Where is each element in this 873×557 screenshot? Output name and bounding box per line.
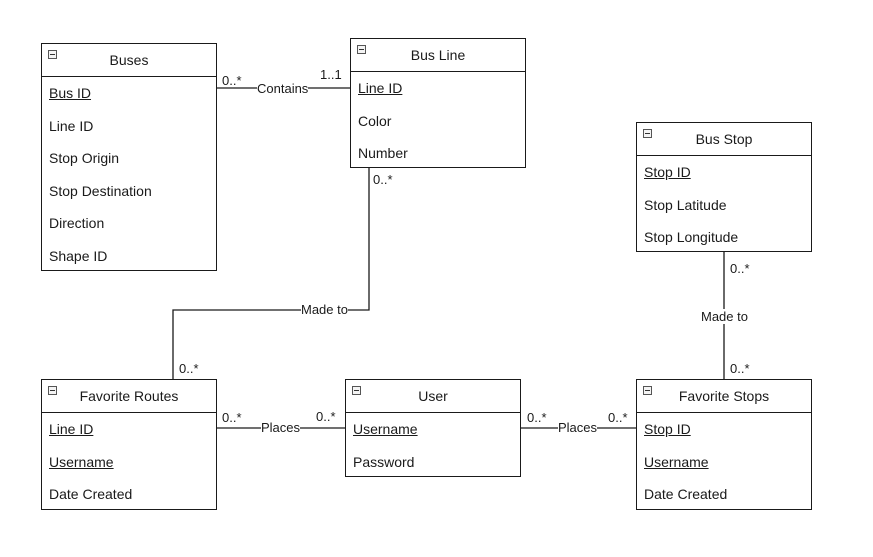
relationship-label-contains[interactable]: Contains xyxy=(257,81,309,96)
multiplicity-label: 0..* xyxy=(730,261,750,276)
attribute: Number xyxy=(358,145,408,162)
attribute-primary-key: Username xyxy=(353,421,418,437)
entity-title: User xyxy=(418,388,448,404)
attribute-primary-key: Username xyxy=(49,453,114,470)
attribute-primary-key: Username xyxy=(644,453,709,470)
attribute-primary-key: Stop ID xyxy=(644,421,691,437)
multiplicity-label: 0..* xyxy=(527,410,547,425)
multiplicity-label: 1..1 xyxy=(320,67,342,82)
attribute: Password xyxy=(353,453,415,470)
busline-favroutes-connector xyxy=(172,167,370,380)
multiplicity-label: 0..* xyxy=(316,409,336,424)
entity-favorite-stops[interactable]: Favorite Stops Stop ID Username Date Cre… xyxy=(636,379,812,510)
relationship-label-made-to[interactable]: Made to xyxy=(301,302,348,317)
attribute: Direction xyxy=(49,215,105,232)
entity-buses[interactable]: Buses Bus ID Line ID Stop Origin Stop De… xyxy=(41,43,217,271)
attribute-primary-key: Line ID xyxy=(49,421,94,437)
entity-title: Favorite Stops xyxy=(678,388,770,404)
attribute-primary-key: Bus ID xyxy=(49,85,92,101)
multiplicity-label: 0..* xyxy=(179,361,199,376)
collapse-icon[interactable] xyxy=(48,50,57,59)
entity-bus-stop[interactable]: Bus Stop Stop ID Stop Latitude Stop Long… xyxy=(636,122,812,252)
collapse-icon[interactable] xyxy=(357,45,366,54)
entity-bus-line[interactable]: Bus Line Line ID Color Number xyxy=(350,38,526,168)
attribute: Stop Longitude xyxy=(644,229,739,246)
collapse-icon[interactable] xyxy=(643,129,652,138)
attribute: Date Created xyxy=(49,486,133,503)
relationship-label-places[interactable]: Places xyxy=(558,420,598,435)
attribute-primary-key: Stop ID xyxy=(644,164,691,180)
collapse-icon[interactable] xyxy=(643,386,652,395)
entity-header: Bus Line xyxy=(351,39,525,72)
entity-header: User xyxy=(346,380,520,413)
attribute: Line ID xyxy=(49,117,94,134)
relationship-label-made-to[interactable]: Made to xyxy=(701,309,748,324)
attribute: Shape ID xyxy=(49,247,108,264)
attribute: Stop Latitude xyxy=(644,196,727,213)
attribute: Stop Origin xyxy=(49,150,120,167)
multiplicity-label: 0..* xyxy=(222,410,242,425)
entity-title: Buses xyxy=(109,52,149,68)
entity-header: Favorite Routes xyxy=(42,380,216,413)
attribute-primary-key: Line ID xyxy=(358,80,403,96)
attribute: Stop Destination xyxy=(49,182,152,199)
entity-title: Favorite Routes xyxy=(79,388,179,404)
entity-user[interactable]: User Username Password xyxy=(345,379,521,477)
entity-header: Favorite Stops xyxy=(637,380,811,413)
collapse-icon[interactable] xyxy=(352,386,361,395)
relationship-label-places[interactable]: Places xyxy=(261,420,301,435)
multiplicity-label: 0..* xyxy=(608,410,628,425)
entity-title: Bus Stop xyxy=(695,131,753,147)
entity-title: Bus Line xyxy=(410,47,466,63)
multiplicity-label: 0..* xyxy=(222,73,242,88)
entity-favorite-routes[interactable]: Favorite Routes Line ID Username Date Cr… xyxy=(41,379,217,510)
collapse-icon[interactable] xyxy=(48,386,57,395)
entity-header: Buses xyxy=(42,44,216,77)
multiplicity-label: 0..* xyxy=(373,172,393,187)
multiplicity-label: 0..* xyxy=(730,361,750,376)
entity-header: Bus Stop xyxy=(637,123,811,156)
attribute: Date Created xyxy=(644,486,728,503)
attribute: Color xyxy=(358,112,392,129)
